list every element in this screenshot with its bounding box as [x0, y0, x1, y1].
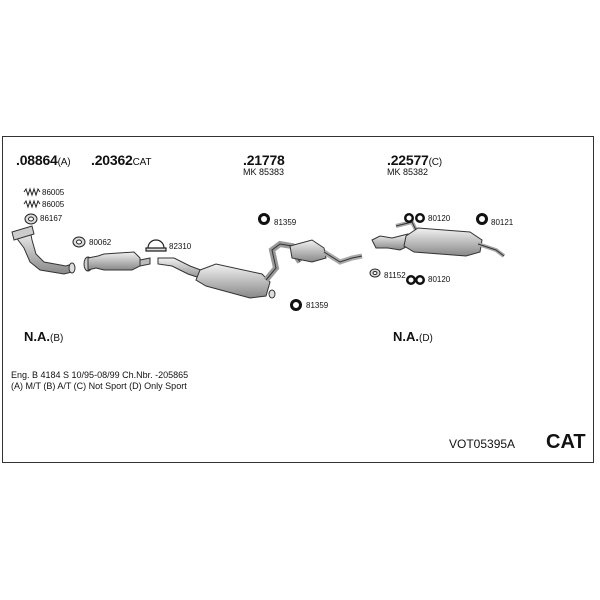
- part-mk-21778: MK 85383: [243, 167, 285, 177]
- na-label-b: N.A.(B): [24, 329, 64, 344]
- component-81359: 81359: [274, 218, 297, 227]
- component-81152: 81152: [384, 271, 406, 280]
- legend-note: (A) M/T (B) A/T (C) Not Sport (D) Only S…: [11, 381, 187, 391]
- component-80120: 80120: [428, 214, 451, 223]
- component-86005: 86005: [42, 200, 65, 209]
- part-number-20362: .20362CAT: [91, 152, 152, 168]
- part-mk-22577: MK 85382: [387, 167, 429, 177]
- component-82310: 82310: [169, 242, 192, 251]
- gasket-icon: [24, 213, 38, 225]
- catalytic-converter-icon: [83, 251, 151, 272]
- part-number-21778: .21778: [243, 152, 285, 168]
- na-label-d: N.A.(D): [393, 329, 433, 344]
- clamp-icon: [145, 239, 167, 252]
- rubber-hanger-icon: [258, 213, 270, 225]
- gasket-icon: [72, 236, 86, 248]
- component-86005: 86005: [42, 188, 65, 197]
- middle-silencer-icon: [157, 239, 363, 299]
- component-80120: 80120: [428, 275, 451, 284]
- rubber-hanger-icon: [476, 213, 488, 225]
- part-number-08864: .08864(A): [16, 152, 71, 168]
- rubber-hanger-icon: [404, 213, 425, 223]
- part-number-22577: .22577(C): [387, 152, 442, 168]
- gasket-icon: [369, 268, 381, 278]
- engine-note: Eng. B 4184 S 10/95-08/99 Ch.Nbr. -20586…: [11, 370, 189, 380]
- component-81359: 81359: [306, 301, 329, 310]
- component-86167: 86167: [40, 214, 63, 223]
- rubber-hanger-icon: [290, 299, 302, 311]
- set-code: VOT05395A: [449, 437, 516, 451]
- component-80121: 80121: [491, 218, 514, 227]
- spring-icon: [23, 199, 41, 209]
- rubber-hanger-icon: [406, 275, 425, 285]
- diagram-frame: [2, 136, 594, 463]
- front-pipe-icon: [11, 225, 76, 275]
- rear-silencer-icon: [371, 219, 506, 258]
- cat-label: CAT: [546, 431, 586, 453]
- spring-icon: [23, 187, 41, 197]
- component-80062: 80062: [89, 238, 112, 247]
